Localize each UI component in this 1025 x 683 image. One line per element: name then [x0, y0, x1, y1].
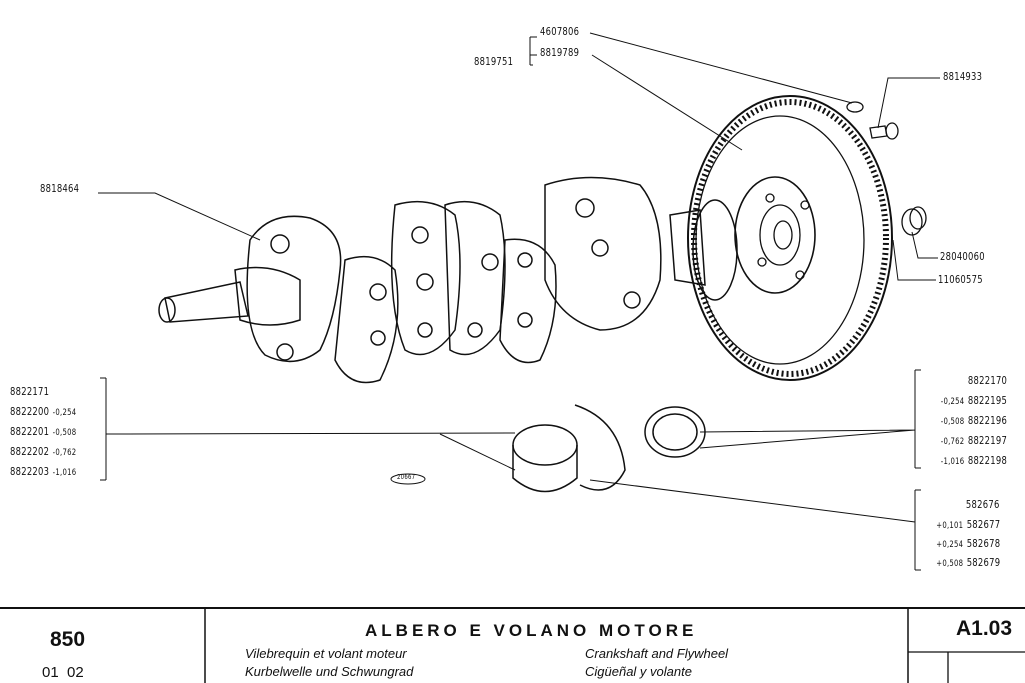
- undersize: -0,508: [940, 417, 965, 427]
- callout-8819751: 8819751: [474, 55, 514, 68]
- part-number: 8822197: [967, 434, 1007, 447]
- oversize: +0,508: [935, 559, 963, 569]
- undersize: -0,508: [52, 428, 77, 438]
- oversize: +0,254: [935, 540, 963, 550]
- rod-bearing: [644, 406, 706, 458]
- thrust-bearing: [512, 404, 626, 493]
- part-number: 582679: [966, 556, 1000, 569]
- leader-lines: [0, 32, 1025, 683]
- part-number: 582677: [966, 518, 1000, 531]
- part-number: 8822170: [967, 374, 1007, 387]
- undersize: -0,762: [940, 437, 965, 447]
- undersize: -0,254: [940, 397, 965, 407]
- part-number: 8822198: [967, 454, 1007, 467]
- undersize: -0,762: [52, 448, 77, 458]
- callout-8819789: 8819789: [540, 46, 580, 59]
- part-number: 8822196: [967, 414, 1007, 427]
- page-code: A1.03: [956, 617, 1013, 640]
- callout-4607806: 4607806: [540, 25, 580, 38]
- part-number: 8822201: [10, 425, 50, 438]
- undersize: -1,016: [940, 457, 965, 467]
- title-english: Crankshaft and Flywheel: [585, 646, 729, 661]
- callout-11060575: 11060575: [938, 273, 983, 286]
- part-number: 582678: [966, 537, 1000, 550]
- model-number: 850: [50, 628, 86, 651]
- oversize: +0,101: [935, 521, 963, 531]
- undersize: -1,016: [52, 468, 77, 478]
- callout-28040060: 28040060: [940, 250, 985, 263]
- title-spanish: Cigüeñal y volante: [585, 664, 692, 679]
- part-number: 8822200: [10, 405, 50, 418]
- part-number: 8822171: [10, 385, 50, 398]
- model-years: 01 02: [42, 664, 84, 681]
- title-german: Kurbelwelle und Schwungrad: [245, 664, 414, 679]
- crankshaft: [158, 176, 738, 384]
- undersize: -0,254: [52, 408, 77, 418]
- part-number: 8822202: [10, 445, 50, 458]
- flywheel: [687, 95, 893, 381]
- drawing-number: 20667: [397, 473, 416, 481]
- page-title: ALBERO E VOLANO MOTORE: [365, 621, 698, 640]
- part-number: 8822195: [967, 394, 1007, 407]
- title-french: Vilebrequin et volant moteur: [245, 646, 407, 661]
- callout-8814933: 8814933: [943, 70, 983, 83]
- flywheel-bolt: [869, 122, 899, 140]
- callout-8818464: 8818464: [40, 182, 80, 195]
- pilot-bushing: [901, 206, 927, 236]
- dowel-pin: [846, 101, 864, 113]
- part-number: 8822203: [10, 465, 50, 478]
- part-number: 582676: [966, 498, 1000, 511]
